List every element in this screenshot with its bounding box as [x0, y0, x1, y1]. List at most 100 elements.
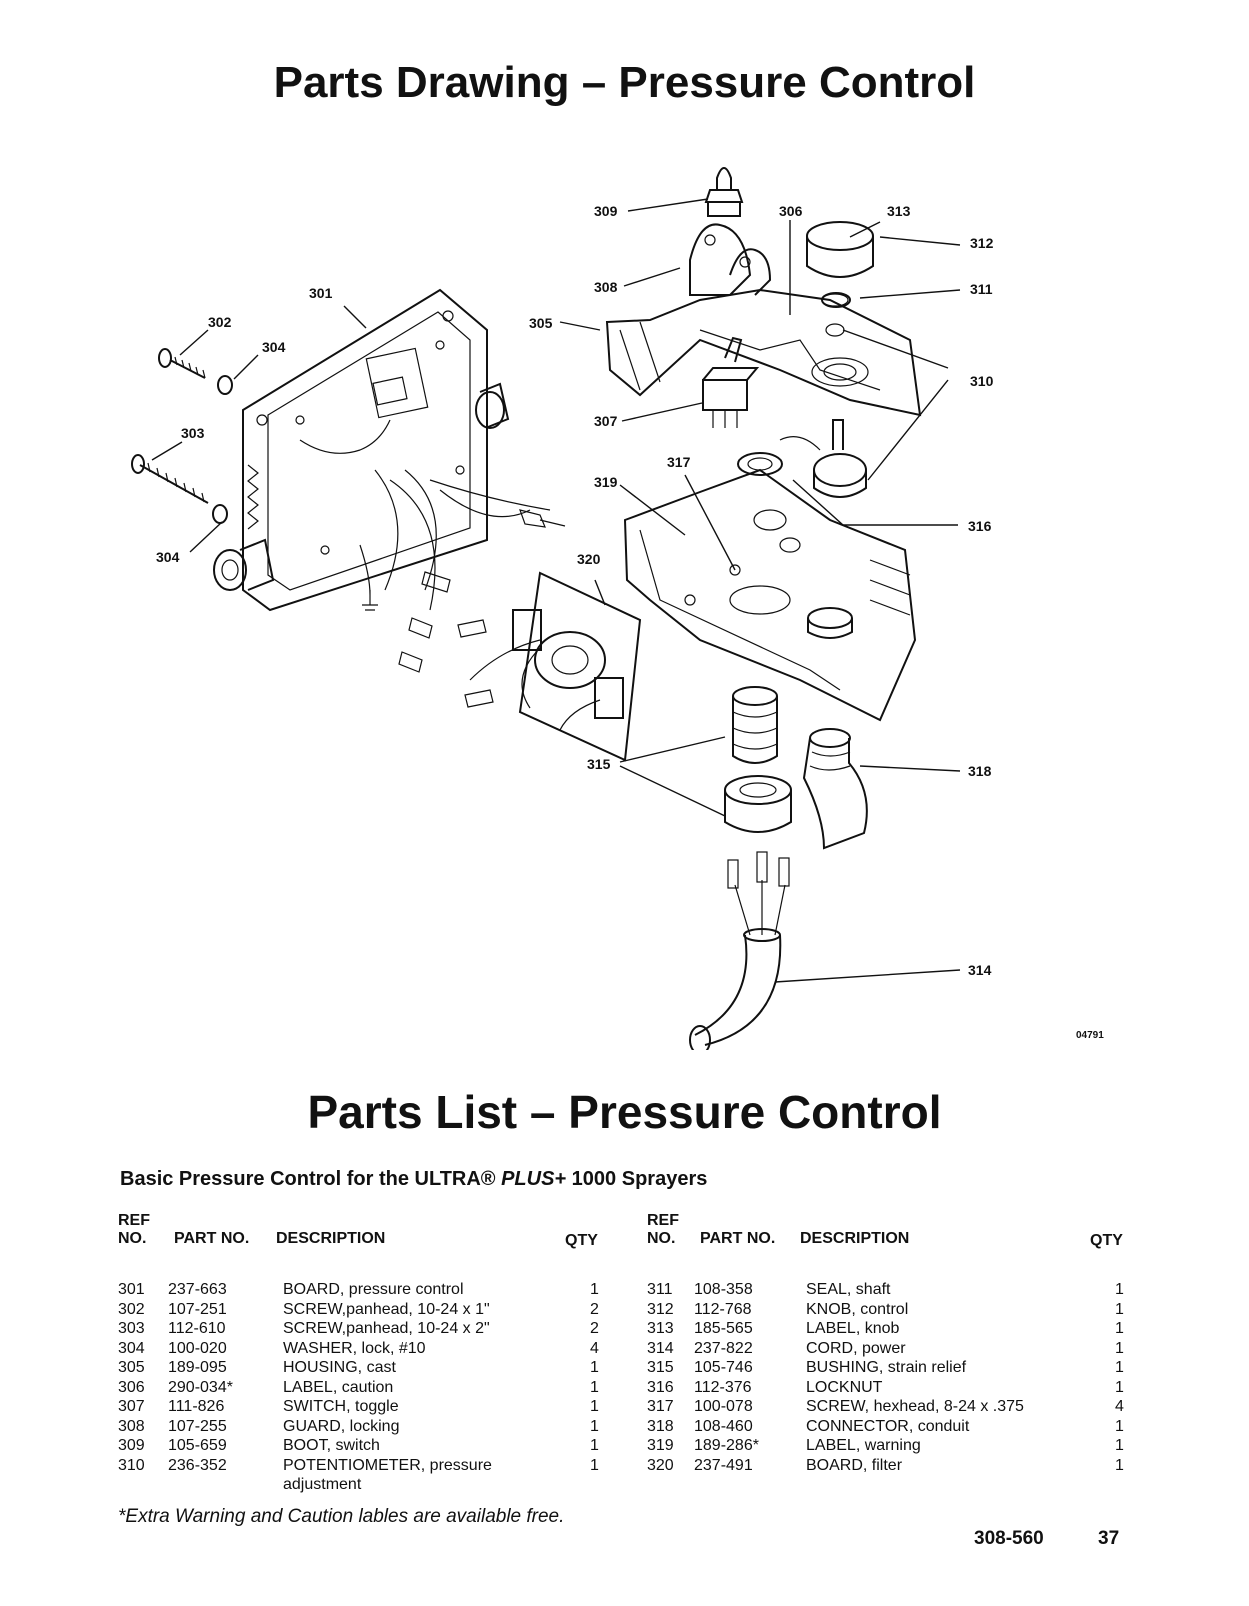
subtitle-part3: 1000 Sprayers — [566, 1168, 708, 1190]
qty-cell: 1 — [1115, 1359, 1124, 1376]
screws-and-washers-drawing — [131, 348, 233, 524]
description-cell: LOCKNUT — [806, 1378, 883, 1396]
qty-cell: 1 — [1115, 1281, 1124, 1298]
description-cell: LABEL, knob — [806, 1320, 900, 1337]
part-number-cell: 185-565 — [694, 1320, 753, 1337]
part-number-cell: 112-610 — [168, 1320, 226, 1337]
description-cell: HOUSING, cast — [283, 1359, 396, 1376]
header-description-right: DESCRIPTION — [800, 1230, 910, 1247]
callout-306: 306 — [779, 203, 803, 219]
description-cell: LABEL, caution — [283, 1378, 394, 1396]
table-row: 316 112-376 LOCKNUT 1 — [0, 1378, 1249, 1398]
header-no-right: NO. — [647, 1230, 676, 1247]
callout-301: 301 — [309, 285, 333, 301]
callout-310: 310 — [970, 373, 994, 389]
callout-304-upper: 304 — [262, 339, 286, 355]
callout-313: 313 — [887, 203, 911, 219]
description-cell: SEAL, shaft — [806, 1281, 891, 1298]
part-number-cell: 189-095 — [168, 1359, 227, 1376]
lower-housing-drawing — [623, 452, 917, 722]
ref-cell: 304 — [118, 1339, 145, 1357]
bushings-and-connector-drawing — [724, 686, 868, 850]
part-number-cell: 112-376 — [694, 1378, 752, 1396]
potentiometer-drawing — [779, 419, 867, 498]
parts-table: REF NO. PART NO. DESCRIPTION QTY REF NO.… — [0, 1212, 1249, 1493]
ref-cell: 319 — [647, 1437, 674, 1454]
filter-board-drawing — [457, 571, 642, 762]
callout-317: 317 — [667, 454, 691, 470]
footnote: *Extra Warning and Caution lables are av… — [118, 1506, 565, 1527]
drawing-title: Parts Drawing – Pressure Control — [273, 58, 976, 107]
callout-labels: 301 302 303 304 304 305 306 307 308 309 … — [156, 203, 994, 978]
header-description-left: DESCRIPTION — [276, 1230, 386, 1247]
header-ref-right: REF — [647, 1212, 679, 1229]
header-qty-right: QTY — [1090, 1232, 1123, 1249]
header-partno-left: PART NO. — [174, 1230, 250, 1247]
callout-308: 308 — [594, 279, 618, 295]
qty-cell: 4 — [590, 1339, 599, 1357]
qty-cell: 2 — [590, 1300, 599, 1318]
header-qty-left: QTY — [565, 1232, 598, 1249]
header-ref-left: REF — [118, 1212, 150, 1229]
part-number-cell: 100-020 — [168, 1339, 227, 1357]
part-number-cell: 108-358 — [694, 1281, 753, 1298]
callout-302: 302 — [208, 314, 232, 330]
qty-cell: 1 — [590, 1456, 599, 1474]
ref-cell: 306 — [118, 1378, 145, 1396]
ref-cell: 308 — [118, 1417, 145, 1435]
callout-312: 312 — [970, 235, 994, 251]
description-cell: BOARD, filter — [806, 1456, 903, 1474]
qty-cell: 1 — [1115, 1417, 1124, 1435]
description-cell: GUARD, locking — [283, 1417, 400, 1435]
description-continuation: adjustment — [283, 1475, 362, 1493]
qty-cell: 1 — [590, 1359, 599, 1376]
description-cell: WASHER, lock, #10 — [283, 1339, 426, 1357]
qty-cell: 1 — [1115, 1456, 1124, 1474]
description-cell: BUSHING, strain relief — [806, 1359, 967, 1376]
ref-cell: 315 — [647, 1359, 674, 1376]
qty-cell: 1 — [590, 1398, 599, 1415]
callout-311: 311 — [970, 281, 993, 297]
qty-cell: 1 — [1115, 1320, 1124, 1337]
part-number-cell: 111-826 — [168, 1398, 225, 1415]
leader-lines — [151, 198, 961, 983]
ref-cell: 312 — [647, 1300, 674, 1318]
ref-cell: 317 — [647, 1398, 674, 1415]
table-row: 304 100-020 WASHER, lock, #10 4 — [0, 1339, 1249, 1359]
description-cell: BOOT, switch — [283, 1437, 380, 1454]
power-cord-drawing — [689, 851, 790, 1050]
ref-cell: 302 — [118, 1300, 145, 1318]
subtitle-plus: PLUS+ — [501, 1168, 567, 1190]
qty-cell: 1 — [590, 1378, 599, 1396]
subtitle-part1: Basic Pressure Control for the ULTRA® — [120, 1168, 502, 1190]
page-number: 37 — [1098, 1528, 1120, 1549]
qty-cell: 1 — [1115, 1339, 1124, 1357]
ref-cell: 318 — [647, 1417, 674, 1435]
pressure-control-board-drawing — [213, 288, 566, 673]
part-number-cell: 236-352 — [168, 1456, 227, 1474]
description-cell: CONNECTOR, conduit — [806, 1417, 970, 1435]
ref-cell: 320 — [647, 1456, 674, 1474]
description-cell: SWITCH, toggle — [283, 1398, 399, 1415]
part-number-cell: 112-768 — [694, 1300, 752, 1318]
qty-cell: 1 — [1115, 1378, 1124, 1396]
ref-cell: 316 — [647, 1378, 674, 1396]
qty-cell: 1 — [1115, 1300, 1124, 1318]
qty-cell: 1 — [590, 1417, 599, 1435]
description-cell: POTENTIOMETER, pressure — [283, 1456, 492, 1474]
parts-exploded-diagram: 301 302 303 304 304 305 306 307 308 309 … — [131, 167, 994, 1050]
description-cell: SCREW,panhead, 10-24 x 1" — [283, 1300, 490, 1318]
ref-cell: 305 — [118, 1359, 145, 1376]
callout-318: 318 — [968, 763, 992, 779]
ref-cell: 307 — [118, 1398, 145, 1415]
description-cell: LABEL, warning — [806, 1437, 921, 1454]
